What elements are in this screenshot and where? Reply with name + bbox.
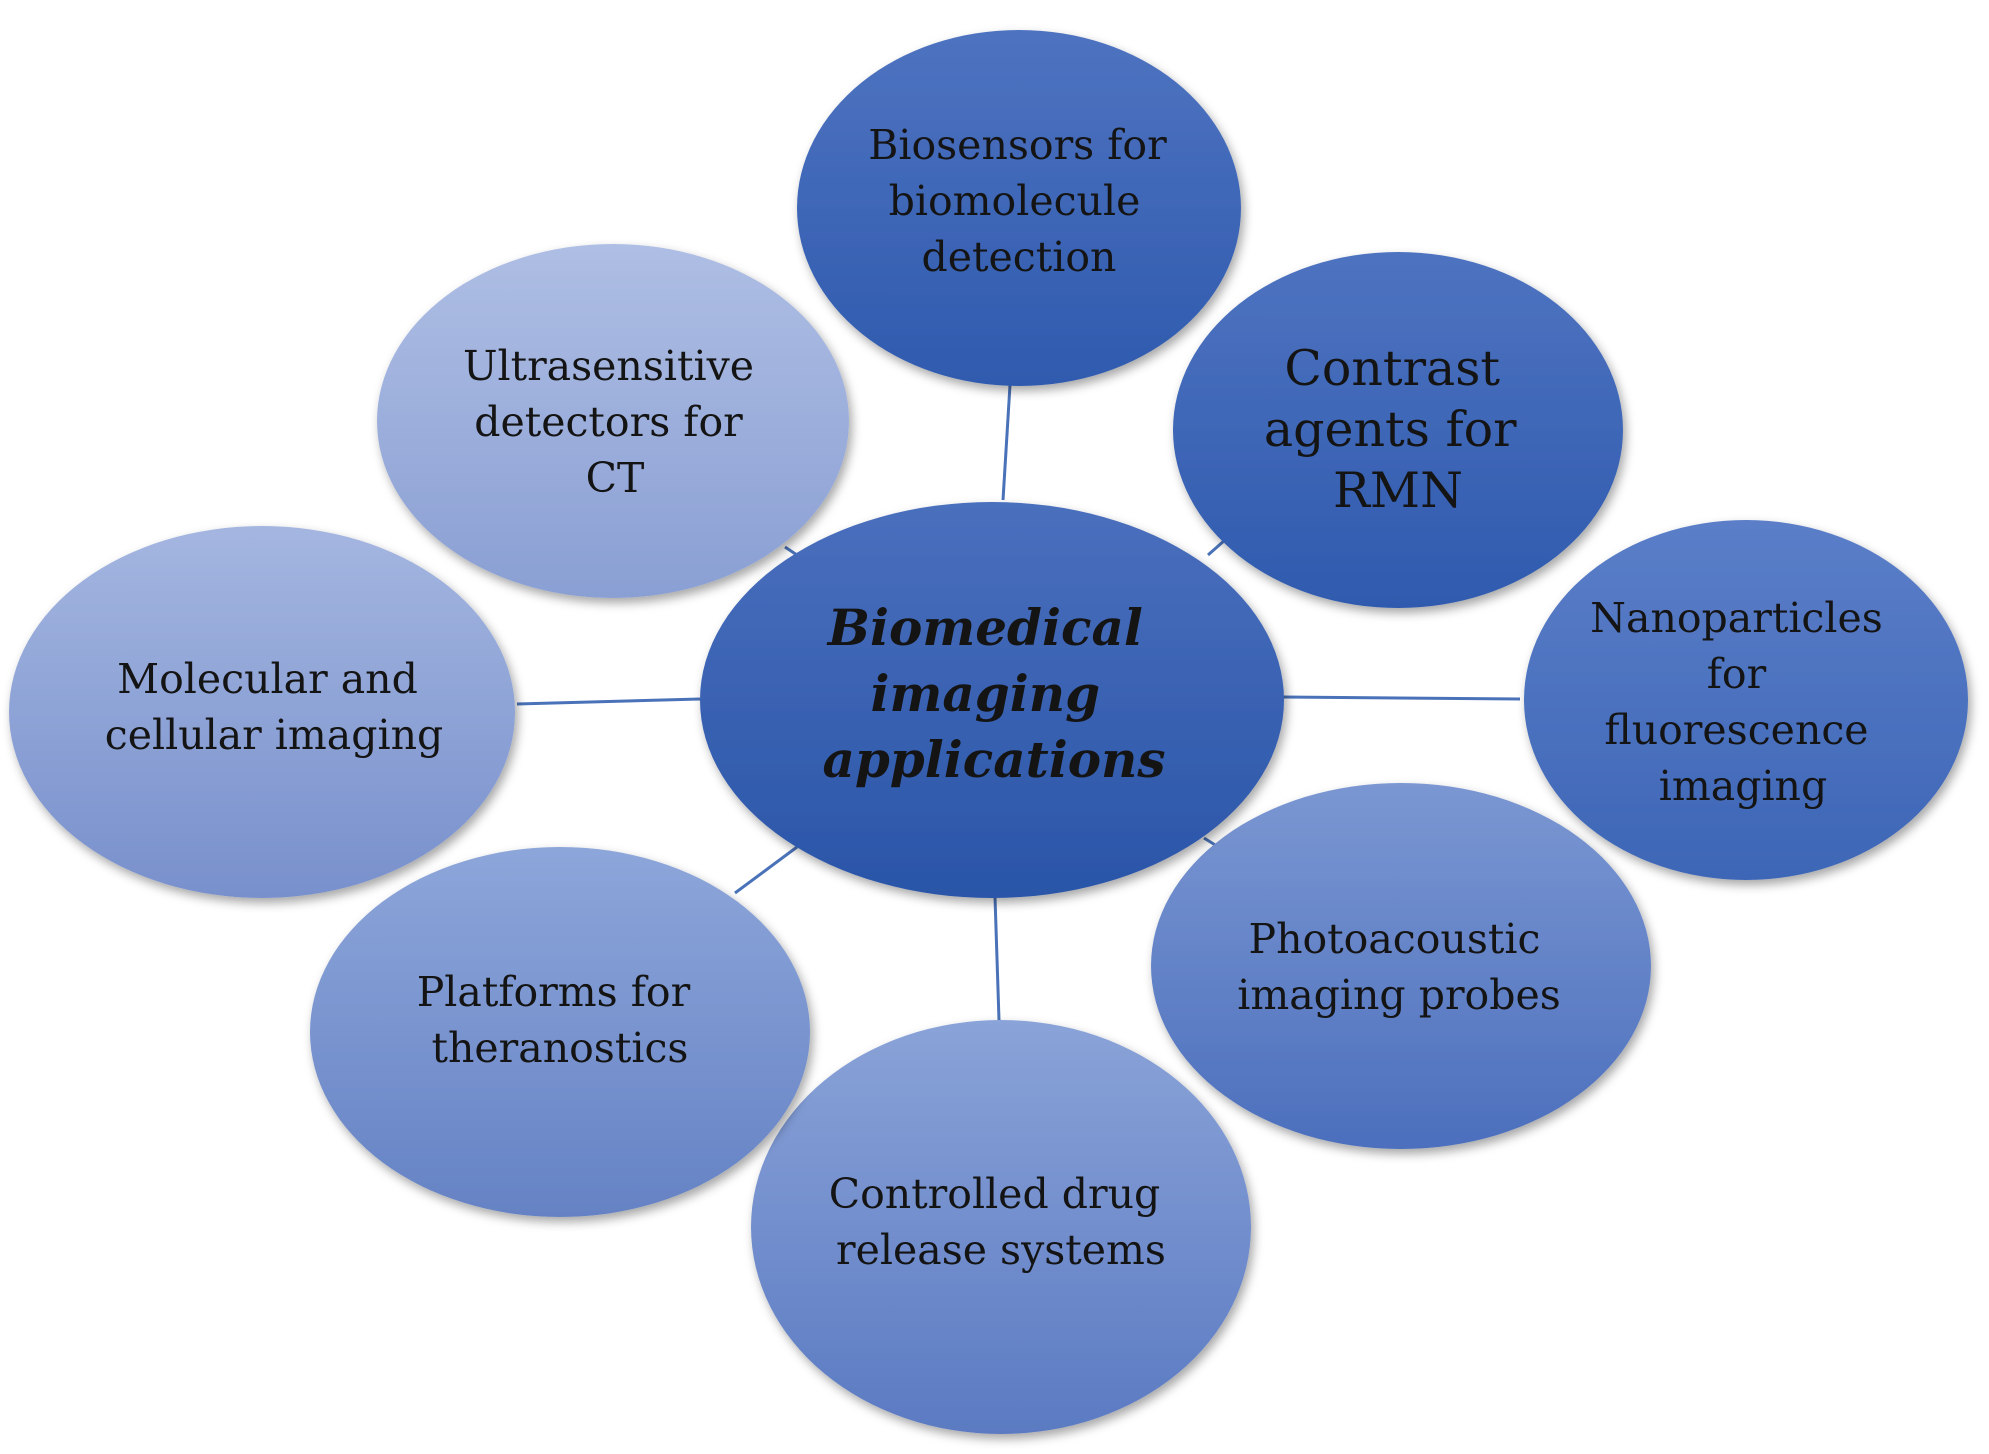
node-controlled-drug-line-2: release systems [836,1226,1166,1274]
node-molecular-cellular-shape [9,526,515,898]
node-contrast-agents-line-2: agents for [1264,401,1517,458]
node-ultrasensitive-ct-line-2: detectors for [474,398,743,446]
node-theranostics: Platforms for theranostics [310,847,810,1217]
node-contrast-agents-line-3: RMN [1333,462,1463,519]
center-node-line-1: Biomedical [826,598,1143,657]
node-molecular-cellular: Molecular and cellular imaging [9,526,515,898]
node-ultrasensitive-ct-label: Ultrasensitive detectors for CT [463,342,767,502]
node-photoacoustic-shape [1151,783,1651,1149]
node-controlled-drug-label: Controlled drug release systems [829,1170,1174,1274]
node-nanoparticles-shape [1524,520,1968,880]
node-contrast-agents-shape [1173,252,1623,608]
node-nanoparticles-line-4: imaging [1659,762,1827,810]
node-biosensors-shape [797,30,1241,386]
node-photoacoustic: Photoacoustic imaging probes [1151,783,1651,1149]
center-node-line-2: imaging [871,664,1101,723]
connector-biosensors [1001,384,1012,501]
node-biosensors-line-2: biomolecule [889,177,1141,225]
node-biosensors: Biosensors for biomolecule detection [797,30,1241,386]
node-ultrasensitive-ct-line-3: CT [586,454,645,502]
node-contrast-agents-label: Contrast agents for RMN [1264,340,1532,519]
node-theranostics-shape [310,847,810,1217]
node-photoacoustic-line-2: imaging probes [1237,971,1561,1019]
node-biosensors-line-3: detection [922,233,1117,281]
node-controlled-drug-line-1: Controlled drug [829,1170,1160,1218]
connectors [516,384,1521,1021]
node-theranostics-label: Platforms for theranostics [417,968,704,1072]
node-theranostics-line-1: Platforms for [417,968,691,1016]
connector-contrast-agents [1207,538,1226,557]
connector-molecular-cellular [516,697,701,706]
node-contrast-agents-line-1: Contrast [1284,340,1500,397]
center-node: Biomedical imaging applications [700,502,1284,898]
connector-controlled-drug [993,896,1001,1021]
node-nanoparticles-line-3: fluorescence [1604,706,1868,754]
node-ultrasensitive-ct-shape [377,244,849,598]
node-contrast-agents: Contrast agents for RMN [1173,252,1623,608]
node-ultrasensitive-ct-line-1: Ultrasensitive [463,342,754,390]
node-molecular-cellular-line-2: cellular imaging [105,711,444,759]
center-node-shape [700,502,1284,898]
node-biosensors-line-1: Biosensors for [868,121,1167,169]
node-controlled-drug: Controlled drug release systems [751,1020,1251,1434]
node-molecular-cellular-label: Molecular and cellular imaging [105,655,444,759]
node-photoacoustic-label: Photoacoustic imaging probes [1237,915,1561,1019]
node-molecular-cellular-line-1: Molecular and [117,655,418,703]
node-nanoparticles-line-2: for [1707,650,1767,698]
center-node-label: Biomedical imaging applications [822,598,1165,789]
connector-theranostics [734,845,798,895]
outer-nodes: Biosensors for biomolecule detection Con… [9,30,1968,1434]
center-node-line-3: applications [822,730,1165,789]
node-theranostics-line-2: theranostics [432,1024,689,1072]
node-nanoparticles-label: Nanoparticles for fluorescence imaging [1590,594,1896,810]
node-photoacoustic-line-1: Photoacoustic [1249,915,1541,963]
node-ultrasensitive-ct: Ultrasensitive detectors for CT [377,244,849,598]
node-nanoparticles-line-1: Nanoparticles [1590,594,1883,642]
node-biosensors-label: Biosensors for biomolecule detection [868,121,1180,281]
node-controlled-drug-shape [751,1020,1251,1434]
connector-nanoparticles [1282,695,1521,701]
node-nanoparticles: Nanoparticles for fluorescence imaging [1524,520,1968,880]
